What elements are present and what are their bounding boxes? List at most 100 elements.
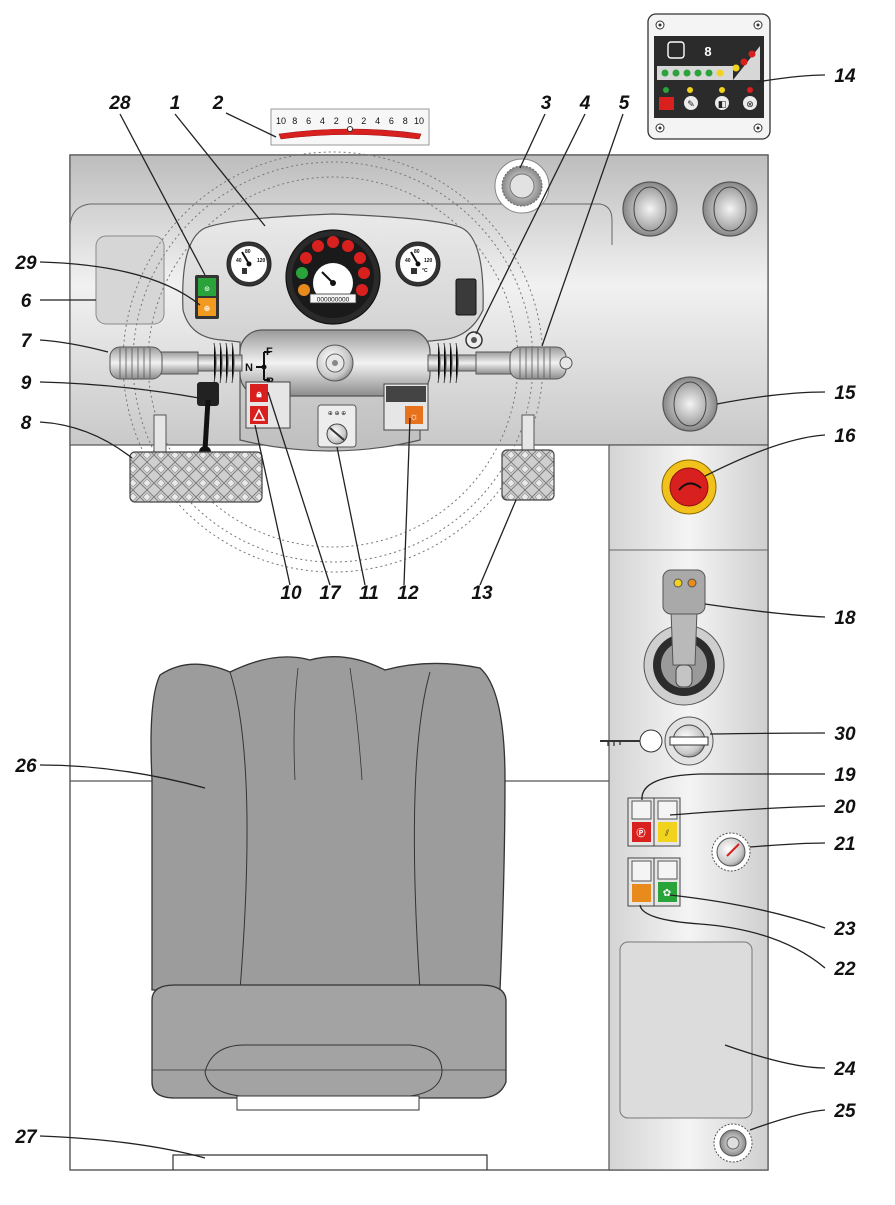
svg-text:🔒︎: 🔒︎ [256, 389, 262, 400]
gauge-label: 120 [257, 258, 266, 264]
fan-speed-knob[interactable] [711, 832, 751, 872]
emergency-stop-button[interactable] [661, 459, 717, 515]
operator-seat [150, 656, 507, 1111]
svg-text:⫽: ⫽ [664, 828, 669, 838]
callout-18: 18 [834, 608, 856, 629]
inclinometer-tick-label: 8 [403, 116, 408, 126]
callout-24: 24 [833, 1059, 856, 1080]
callout-29: 29 [14, 253, 37, 274]
rear-wiper-switch[interactable]: ⫽ [653, 797, 681, 847]
side-recess [95, 235, 165, 325]
callout-5: 5 [619, 93, 630, 114]
callout-19: 19 [834, 765, 856, 786]
svg-text:◧: ◧ [718, 99, 727, 109]
callout-17: 17 [319, 583, 342, 604]
gauge-label: 80 [414, 249, 420, 255]
callout-4: 4 [579, 93, 591, 114]
inclinometer-tick-label: 2 [361, 116, 366, 126]
callout-11: 11 [359, 583, 379, 604]
fuel-gauge: 40 80 120 [226, 241, 272, 287]
air-vent-right[interactable] [702, 181, 758, 237]
gauge-label: 40 [405, 258, 411, 264]
hazard-lock-switch[interactable]: 🔒︎ [245, 381, 291, 429]
svg-text:⊕: ⊕ [204, 304, 211, 313]
svg-text:⊙: ⊙ [204, 286, 210, 293]
tachometer: 000000000 [285, 229, 381, 325]
inclinometer-tick-label: 10 [276, 116, 286, 126]
callout-16: 16 [834, 426, 856, 447]
power-socket[interactable] [713, 1123, 753, 1163]
callout-26: 26 [14, 756, 37, 777]
storage-compartment [619, 941, 753, 1119]
gauge-label: 120 [424, 258, 433, 264]
gauge-label: 80 [245, 249, 251, 255]
left-stalk[interactable] [109, 342, 243, 384]
callout-numbers: 1 2 3 4 5 6 7 8 9 10 11 12 13 14 15 16 1… [14, 66, 856, 1148]
inclinometer-tick-label: 8 [292, 116, 297, 126]
air-vent-left[interactable] [622, 181, 678, 237]
callout-15: 15 [834, 383, 856, 404]
callout-30: 30 [834, 724, 856, 745]
accelerator-pedal[interactable] [501, 414, 555, 501]
callout-3: 3 [541, 93, 552, 114]
callout-9: 9 [21, 373, 32, 394]
inclinometer-tick-label: 2 [334, 116, 339, 126]
callout-8: 8 [21, 413, 32, 434]
svg-text:Ⓟ: Ⓟ [636, 827, 645, 838]
callout-10: 10 [280, 583, 302, 604]
svg-text:✿: ✿ [663, 888, 671, 899]
svg-text:✎: ✎ [687, 99, 695, 109]
callout-1: 1 [170, 93, 181, 114]
callout-20: 20 [833, 797, 856, 818]
inclinometer-tick-label: 6 [306, 116, 311, 126]
leader-lines [39, 74, 826, 1159]
callout-12: 12 [397, 583, 419, 604]
svg-text:⊕ ⊕ ⊕: ⊕ ⊕ ⊕ [328, 411, 346, 417]
blank-switch-slot [455, 278, 477, 316]
odometer-readout: 000000000 [317, 297, 350, 304]
work-light-switch[interactable]: ☼ [383, 383, 429, 431]
inclinometer-tick-label: 4 [320, 116, 325, 126]
info-display-module: 8 ✎ ◧ ⊗ [647, 13, 771, 140]
steering-column: N F R [239, 329, 431, 397]
brake-pedal[interactable] [129, 414, 263, 503]
inclinometer-tick-label: 6 [389, 116, 394, 126]
callout-25: 25 [833, 1101, 856, 1122]
joystick[interactable] [643, 569, 725, 706]
gauge-unit: °C [422, 268, 428, 274]
inclinometer-tick-label: 4 [375, 116, 380, 126]
callout-6: 6 [21, 291, 32, 312]
svg-text:⊗: ⊗ [746, 99, 754, 109]
inclinometer-tick-label: 0 [347, 116, 352, 126]
fan-switch[interactable]: ✿ [653, 857, 681, 907]
ignition-switch[interactable] [600, 716, 714, 766]
svg-text:☼: ☼ [409, 411, 419, 423]
callout-21: 21 [833, 834, 855, 855]
floor-step [172, 1154, 488, 1170]
callout-23: 23 [833, 919, 856, 940]
warning-lamps [296, 236, 370, 296]
steering-mode-selector[interactable]: ⊕ ⊕ ⊕ [317, 404, 357, 448]
neutral-label: N [245, 362, 253, 374]
steering-adjust-ring[interactable] [465, 331, 483, 349]
callout-2: 2 [212, 93, 224, 114]
callout-7: 7 [21, 331, 33, 352]
rocker-switch-28-29[interactable]: ⊙ ⊕ [195, 275, 219, 319]
parking-brake-switch[interactable]: Ⓟ [627, 797, 655, 847]
callout-28: 28 [108, 93, 131, 114]
callout-14: 14 [834, 66, 856, 87]
air-vent-lower[interactable] [662, 376, 718, 432]
callout-13: 13 [471, 583, 493, 604]
svg-text:8: 8 [704, 44, 711, 59]
callout-27: 27 [14, 1127, 38, 1148]
gauge-label: 40 [236, 258, 242, 264]
forward-label: F [266, 346, 273, 358]
right-stalk[interactable] [427, 342, 573, 384]
beacon-switch[interactable] [627, 857, 655, 907]
inclinometer-tick-label: 10 [414, 116, 424, 126]
cigarette-lighter-socket[interactable] [494, 158, 550, 214]
